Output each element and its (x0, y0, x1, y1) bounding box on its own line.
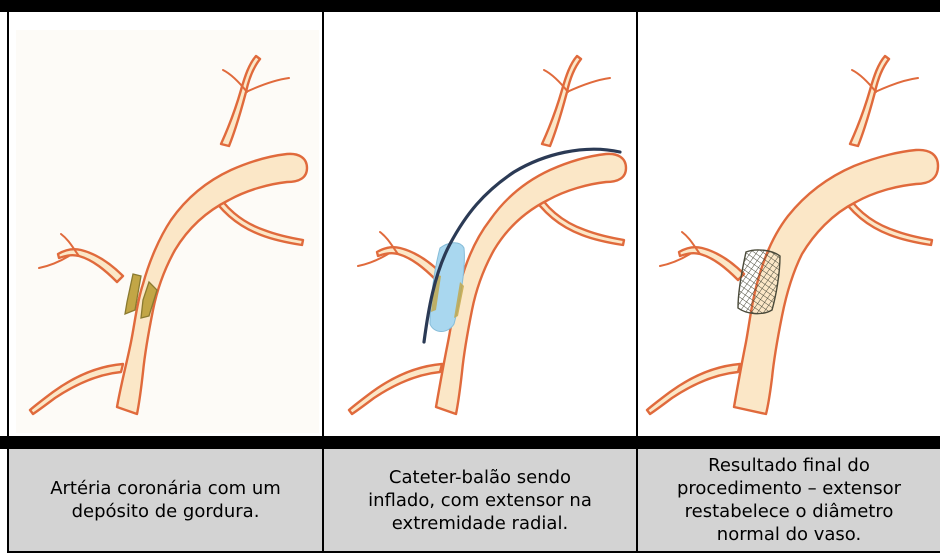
panel-3-illustration (638, 12, 940, 436)
caption-text: Resultado final do procedimento – extens… (677, 454, 901, 546)
top-border (0, 0, 940, 12)
panel-3-caption: Resultado final do procedimento – extens… (638, 449, 940, 551)
panel-2-caption: Cateter-balão sendo inflado, com extenso… (324, 449, 636, 551)
panel-1-illustration (9, 12, 322, 436)
panel-1-caption: Artéria coronária com um depósito de gor… (9, 449, 322, 551)
main-vessel (436, 154, 626, 414)
stent (738, 250, 780, 314)
caption-text: Cateter-balão sendo inflado, com extenso… (368, 466, 592, 535)
panel-2-illustration (324, 12, 636, 436)
caption-divider (0, 436, 940, 449)
caption-text: Artéria coronária com um depósito de gor… (50, 477, 281, 523)
